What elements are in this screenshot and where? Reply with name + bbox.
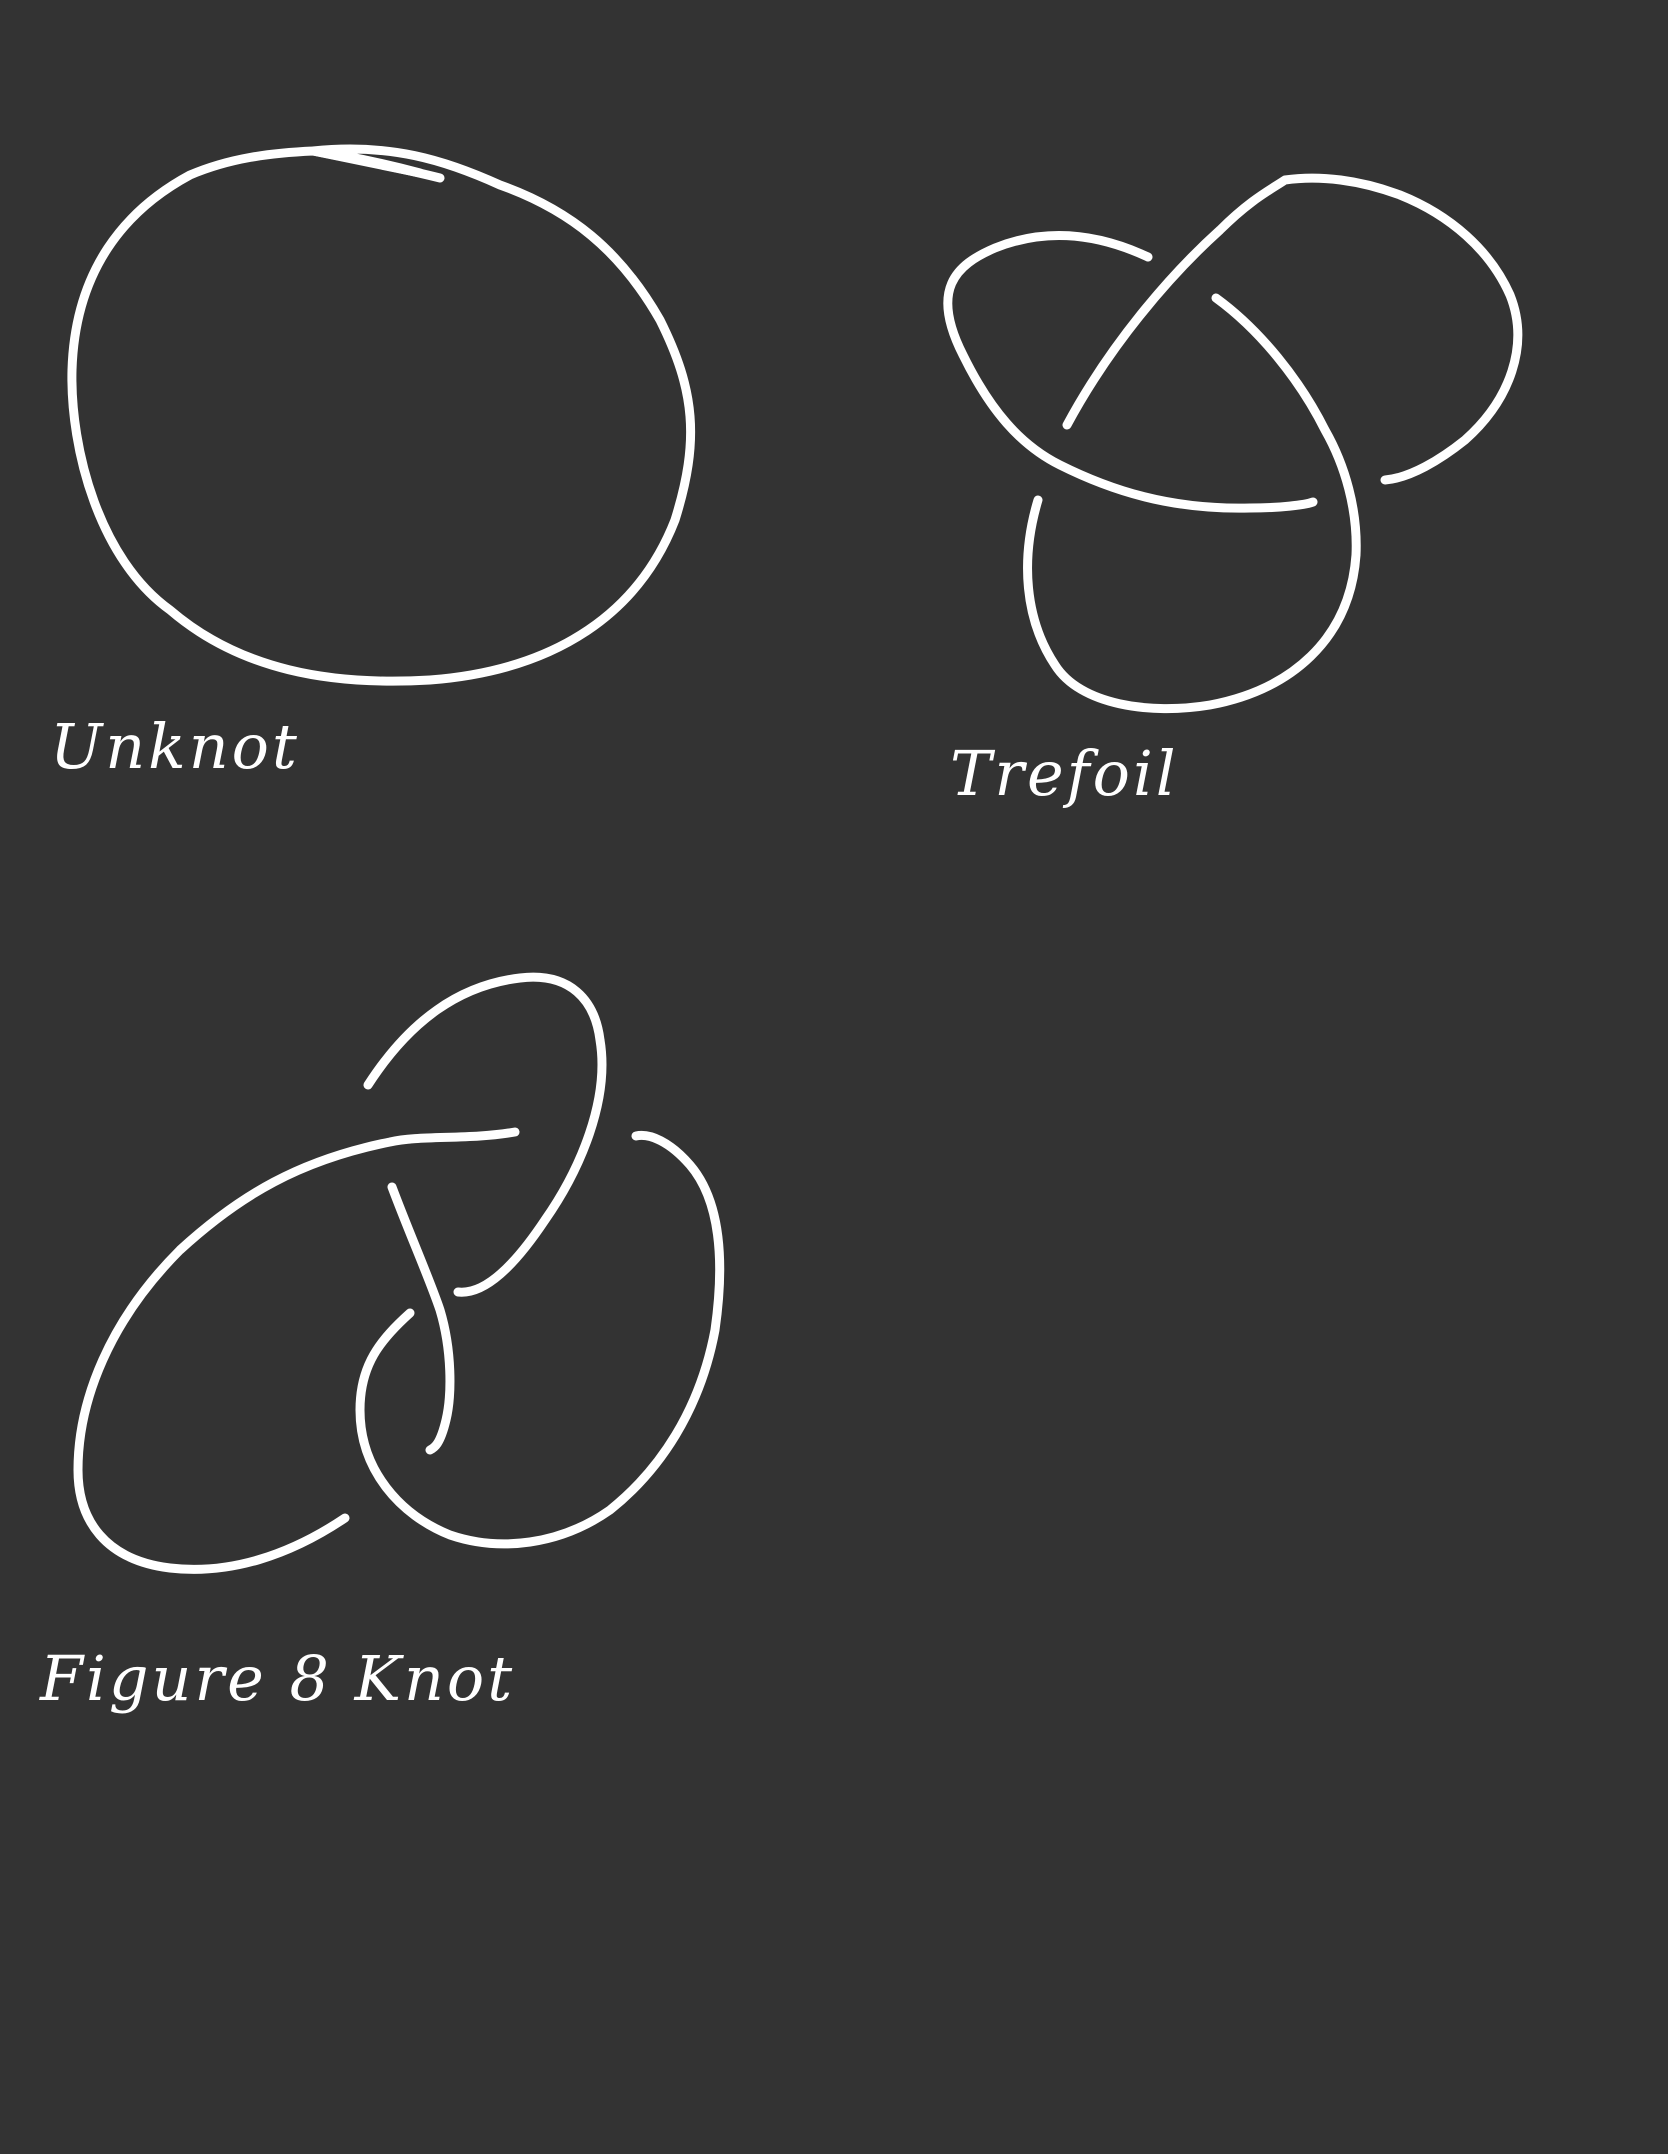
- trefoil-diagram: [943, 173, 1523, 714]
- unknot-loop: [67, 144, 696, 686]
- figure-8-strand-2: [73, 1127, 520, 1574]
- trefoil-label: Trefoil: [950, 737, 1179, 810]
- unknot-label: Unknot: [50, 710, 300, 783]
- figure-8-strand-4: [355, 1130, 725, 1549]
- unknot-diagram: [67, 144, 696, 686]
- figure-8-strand-3: [387, 1182, 455, 1455]
- trefoil-strand-2: [1062, 173, 1523, 485]
- trefoil-strand-3: [1023, 293, 1361, 714]
- figure-8-diagram: [73, 972, 725, 1574]
- figure-8-strand-1: [363, 972, 607, 1297]
- unknot-overlap: [308, 146, 445, 183]
- trefoil-strand-1: [943, 230, 1318, 513]
- figure-8-label: Figure 8 Knot: [39, 1642, 515, 1715]
